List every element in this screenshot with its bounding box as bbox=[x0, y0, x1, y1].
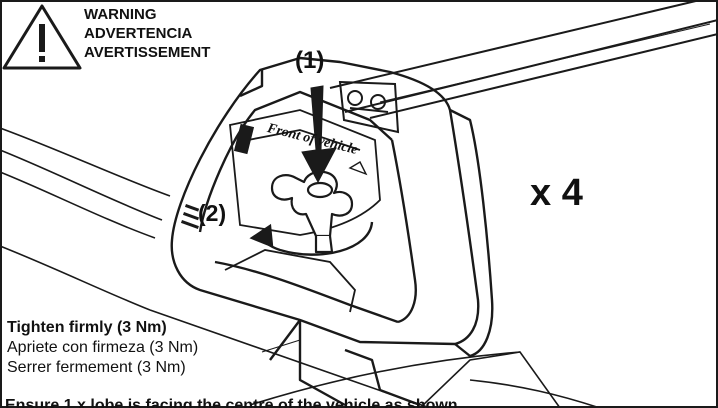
clamp-block bbox=[338, 80, 400, 134]
instruction-block: Tighten firmly (3 Nm) Apriete con firmez… bbox=[7, 318, 198, 378]
warning-line-en: WARNING bbox=[84, 6, 157, 23]
warning-triangle-icon bbox=[2, 4, 82, 70]
housing-recess bbox=[224, 109, 381, 313]
tightening-knob bbox=[270, 170, 354, 254]
rotation-arrow bbox=[249, 221, 374, 256]
side-label-marks bbox=[180, 161, 368, 229]
step-one-label: (1) bbox=[295, 47, 325, 74]
warning-text: WARNING ADVERTENCIA AVERTISSEMENT bbox=[84, 5, 210, 62]
warning-line-es: ADVERTENCIA bbox=[84, 25, 193, 42]
push-arrow bbox=[301, 85, 337, 184]
instruction-es: Apriete con firmeza (3 Nm) bbox=[7, 339, 199, 356]
step-two-label: (2) bbox=[198, 200, 227, 226]
leader-line bbox=[261, 339, 301, 353]
roof-bar bbox=[329, 0, 718, 119]
quantity-multiplier: x 4 bbox=[530, 172, 583, 214]
foot-housing bbox=[170, 56, 494, 407]
orientation-note: Ensure 1 x lobe is facing the centre of … bbox=[5, 397, 458, 408]
warning-line-fr: AVERTISSEMENT bbox=[84, 44, 211, 61]
instruction-en: Tighten firmly (3 Nm) bbox=[7, 319, 167, 336]
instruction-fr: Serrer fermement (3 Nm) bbox=[7, 359, 186, 376]
